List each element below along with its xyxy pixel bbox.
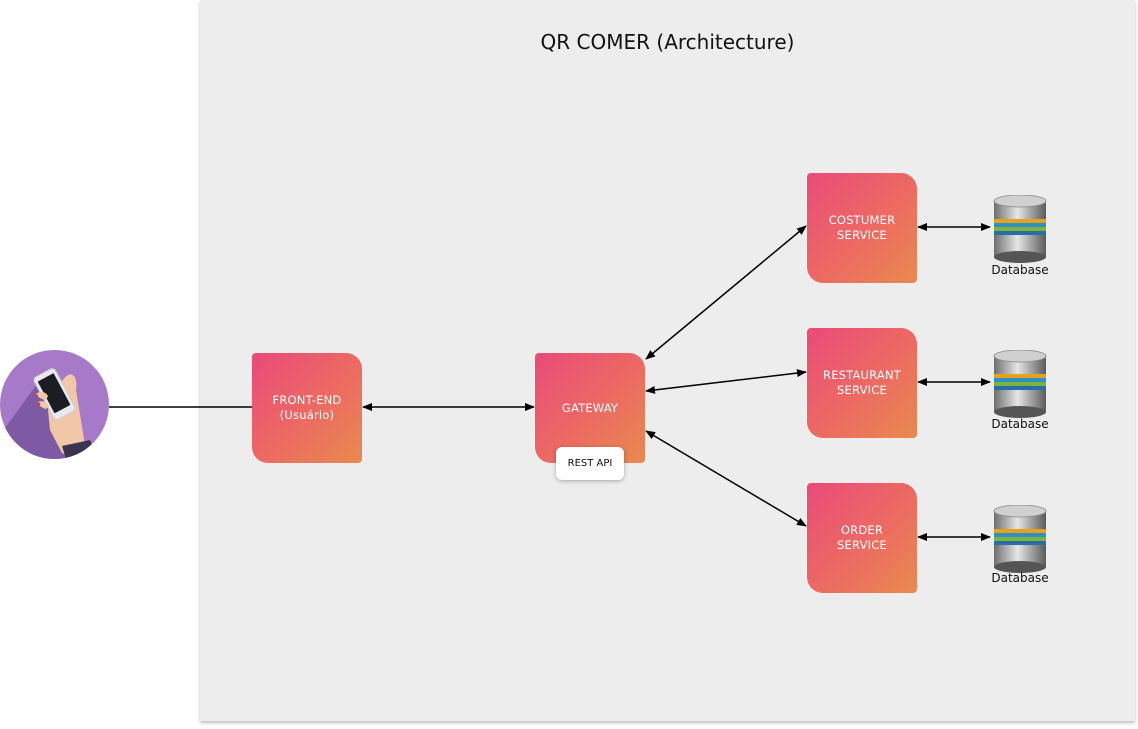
database-label: Database bbox=[991, 263, 1049, 277]
database-label: Database bbox=[991, 571, 1049, 585]
restaurant-service-node: RESTAURANT SERVICE bbox=[807, 328, 917, 438]
database-label: Database bbox=[991, 417, 1049, 431]
gateway-node: GATEWAY bbox=[535, 353, 645, 463]
restaurant-service-label: RESTAURANT SERVICE bbox=[823, 368, 901, 397]
database-cylinder-icon bbox=[993, 505, 1047, 573]
gateway-restaurant-arrow bbox=[645, 369, 807, 394]
frontend-label: FRONT-END (Usuário) bbox=[272, 393, 342, 422]
costumer-service-label: COSTUMER SERVICE bbox=[828, 213, 896, 242]
gateway-label: GATEWAY bbox=[561, 400, 619, 415]
order-service-node: ORDER SERVICE bbox=[807, 483, 917, 593]
costumer-service-node: COSTUMER SERVICE bbox=[807, 173, 917, 283]
database-cylinder-icon bbox=[993, 350, 1047, 418]
database-cylinder-icon bbox=[993, 195, 1047, 263]
diagram-title: QR COMER (Architecture) bbox=[540, 30, 795, 54]
rest-api-badge: REST API bbox=[556, 447, 624, 480]
frontend-node: FRONT-END (Usuário) bbox=[252, 353, 362, 463]
gateway-costumer-arrow bbox=[645, 225, 807, 360]
gateway-order-arrow bbox=[645, 430, 807, 527]
order-service-label: ORDER SERVICE bbox=[837, 523, 887, 552]
hand-holding-phone-icon bbox=[0, 350, 109, 459]
